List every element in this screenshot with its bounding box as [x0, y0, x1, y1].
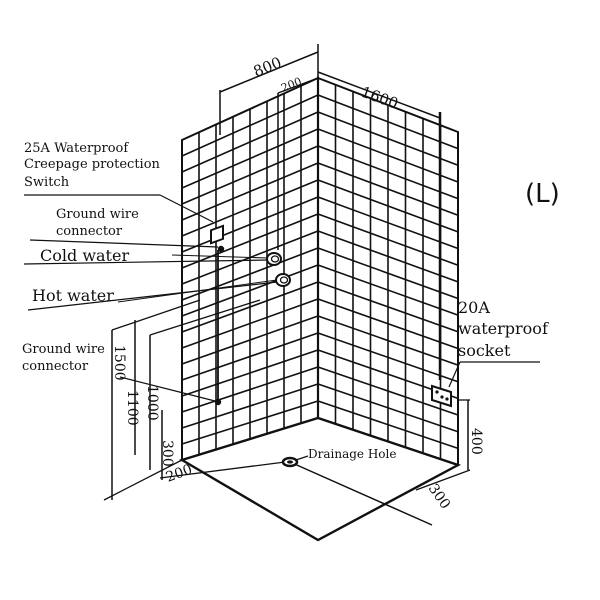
socket-label-line2: waterproof [458, 319, 549, 338]
hot-water-inlet-icon [275, 273, 291, 287]
cold-water-label: Cold water [40, 246, 129, 265]
floor-dimension-lines [159, 399, 471, 526]
dimension-800: 800 [251, 53, 284, 80]
dimension-300-left: 300 [159, 440, 175, 467]
switch-label-line3: Switch [24, 175, 70, 190]
top-dimension-lines [219, 44, 442, 380]
waterproof-switch-icon [210, 224, 224, 245]
dimension-400-right: 400 [468, 428, 484, 455]
ground-top-label-line1: Ground wire [56, 207, 139, 222]
dimension-1000: 1000 [144, 385, 160, 421]
ground-bottom-label-line1: Ground wire [22, 342, 105, 357]
socket-label-line3: socket [458, 341, 511, 360]
cold-water-inlet-icon [266, 252, 282, 266]
left-wall-tile-grid [181, 85, 319, 455]
right-wall [317, 76, 459, 467]
dimension-1100: 1100 [124, 390, 140, 426]
hot-water-label: Hot water [32, 286, 114, 305]
orientation-label: (L) [525, 179, 560, 209]
left-vertical-dimension-lines [103, 299, 261, 501]
waterproof-socket-icon [431, 384, 452, 408]
drainage-hole-label: Drainage Hole [308, 447, 396, 461]
socket-label-line1: 20A [458, 298, 490, 317]
left-wall [181, 76, 319, 462]
dimension-1500: 1500 [111, 345, 127, 381]
ground-top-label-line2: connector [56, 224, 123, 239]
switch-label-line2: Creepage protection [24, 157, 161, 172]
shower-floor [179, 416, 462, 542]
switch-label-line1: 25A Waterproof [24, 141, 129, 156]
ground-bottom-label-line2: connector [22, 359, 89, 374]
ground-wire-connector-top-icon [217, 245, 225, 253]
